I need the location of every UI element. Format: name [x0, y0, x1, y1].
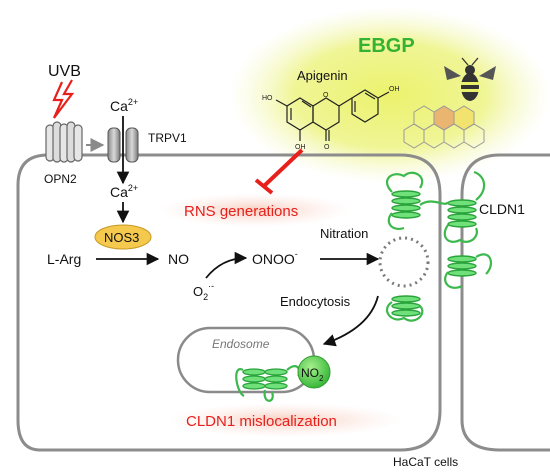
ring-oxygen-label: O — [323, 92, 329, 99]
apigenin-structure — [275, 89, 390, 141]
neighbor-cell-membrane — [460, 153, 550, 452]
bee-icon — [444, 57, 496, 101]
endosome-label: Endosome — [212, 337, 270, 351]
nitration-label: Nitration — [320, 226, 368, 241]
no2-modification — [297, 355, 331, 389]
nos3-enzyme — [94, 224, 152, 250]
apigenin-inhibition-arrow — [254, 148, 304, 195]
ca-extracellular: Ca2+ — [110, 97, 138, 114]
extract-glow — [230, 7, 550, 183]
oh-bottom-label: OH — [295, 144, 306, 151]
cldn1-label: CLDN1 — [479, 201, 525, 217]
internalized-cldn1 — [235, 365, 301, 402]
superoxide-label: O2·- — [193, 281, 214, 302]
honeycomb-icon — [403, 105, 485, 149]
mislocalization-label: CLDN1 mislocalization — [186, 413, 337, 430]
cell-type-label: HaCaT cells — [393, 455, 458, 469]
oh-right-label: OH — [389, 86, 400, 93]
cell-membrane — [16, 153, 442, 452]
nos3-label: NOS3 — [104, 230, 139, 245]
cldn1-junction-proteins — [391, 190, 477, 317]
no2-label: NO2 — [301, 366, 324, 383]
opn2-label: OPN2 — [44, 172, 77, 186]
ebgp-title: EBGP — [358, 35, 415, 57]
l-arg-label: L-Arg — [47, 251, 81, 267]
cldn1-loops — [386, 170, 493, 322]
rns-label: RNS generations — [184, 203, 298, 220]
apigenin-label: Apigenin — [297, 68, 348, 83]
endocytosis-label: Endocytosis — [280, 294, 351, 309]
no-label: NO — [168, 251, 189, 267]
trpv1-channel — [107, 127, 139, 163]
ho-label: HO — [262, 95, 273, 102]
no-to-onoo-arrow — [205, 251, 248, 279]
internalization-site — [378, 236, 430, 288]
lightning-icon — [52, 79, 75, 119]
opn2-receptor — [45, 121, 83, 163]
rns-halo — [160, 193, 350, 227]
peroxynitrite-label: ONOO- — [252, 249, 298, 267]
ca-intracellular: Ca2+ — [110, 183, 138, 200]
uvb-label: UVB — [48, 63, 81, 80]
trpv1-label: TRPV1 — [148, 131, 187, 145]
mislocalization-halo — [167, 403, 403, 437]
endocytosis-arrow — [322, 295, 379, 347]
carbonyl-oxygen-label: O — [324, 144, 330, 151]
